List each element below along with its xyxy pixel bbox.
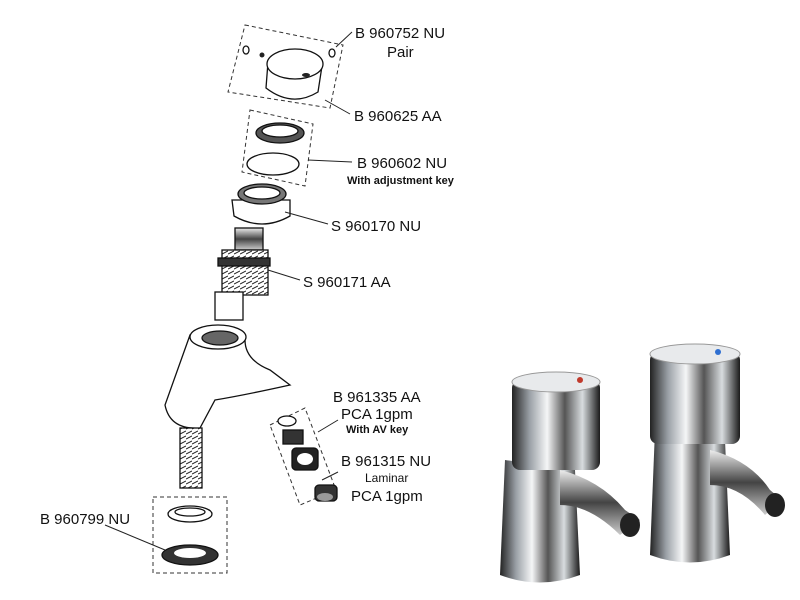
leader-lines	[104, 31, 353, 551]
nut-part	[231, 183, 291, 225]
hot-indicator-icon	[577, 377, 583, 383]
tap-body-part	[164, 324, 292, 489]
tap-photo-cold	[649, 343, 785, 563]
cartridge-part	[214, 227, 271, 321]
handle-group-box	[227, 24, 344, 109]
ring-group-box	[241, 109, 314, 187]
av-aerator-part	[277, 415, 319, 471]
label-av-note2: With AV key	[346, 424, 409, 436]
base-group-box	[152, 496, 228, 574]
label-handle-code: B 960625 AA	[354, 108, 442, 125]
label-handle-cap-note: Pair	[387, 44, 414, 61]
cold-indicator-icon	[715, 349, 721, 355]
handle-cap-part	[242, 45, 336, 58]
label-cartridge-code: S 960171 AA	[303, 274, 391, 291]
label-av-code: B 961335 AA	[333, 389, 421, 406]
label-ring-code: B 960602 NU	[357, 155, 447, 172]
label-handle-cap-code: B 960752 NU	[355, 25, 445, 42]
label-ring-note: With adjustment key	[347, 175, 455, 187]
laminar-aerator-part	[314, 484, 338, 502]
tap-photo-hot	[500, 371, 640, 583]
label-av-note: PCA 1gpm	[341, 406, 413, 423]
label-nut-code: S 960170 NU	[331, 218, 421, 235]
label-laminar-note2: PCA 1gpm	[351, 488, 423, 505]
label-laminar-code: B 961315 NU	[341, 453, 431, 470]
adjust-ring-part	[246, 122, 305, 176]
handle-part	[265, 48, 324, 100]
base-part	[161, 505, 219, 566]
label-laminar-note: Laminar	[365, 471, 408, 485]
label-base-code: B 960799 NU	[40, 511, 130, 528]
